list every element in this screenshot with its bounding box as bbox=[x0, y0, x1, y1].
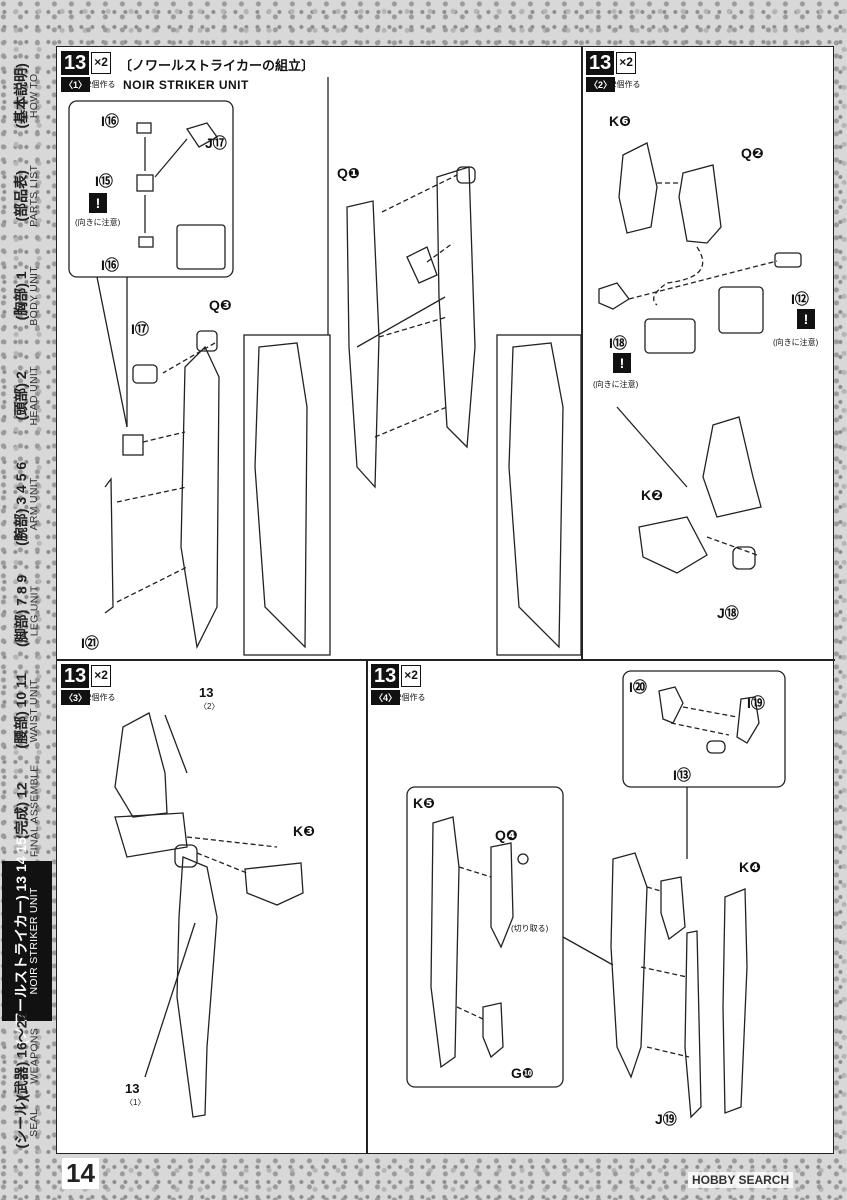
tab-how-to[interactable]: (基本説明)HOW TO bbox=[2, 46, 52, 146]
tab-seal[interactable]: (シール)SEAL bbox=[2, 1091, 52, 1154]
substep-tag: 〈1〉 bbox=[61, 77, 91, 92]
assembly-diagram bbox=[68, 77, 802, 1119]
tab-en-label: BODY UNIT bbox=[27, 266, 40, 326]
tab-en-label: HEAD UNIT bbox=[27, 366, 40, 426]
step-number: 13 bbox=[61, 664, 90, 688]
part-label: I⑯ bbox=[101, 113, 119, 129]
reference-substep-label: 〈1〉 bbox=[125, 1098, 146, 1107]
caution-note: (向きに注意) bbox=[75, 218, 121, 227]
caution-icon: ! bbox=[613, 353, 631, 373]
caution-note: (向きに注意) bbox=[593, 380, 639, 389]
step-number: 13 bbox=[586, 51, 615, 75]
tab-en-label: SEAL bbox=[27, 1108, 40, 1137]
tab-en-label: WEAPONS bbox=[27, 1028, 40, 1084]
caution-note: (向きに注意) bbox=[773, 338, 819, 347]
part-label: J⑱ bbox=[717, 605, 739, 621]
tab-parts-list[interactable]: (部品表)PARTS LIST bbox=[2, 146, 52, 246]
instruction-page: 13 ×2 〈1〉 2個作る 〔ノワールストライカーの組立〕 NOIR STRI… bbox=[56, 46, 835, 1154]
page-number: 14 bbox=[62, 1158, 99, 1189]
panel-divider bbox=[57, 659, 835, 661]
tab-jp-label: (腕部) 3 4 5 6 bbox=[13, 461, 30, 546]
part-label: Q❷ bbox=[741, 145, 764, 161]
part-label: K❹ bbox=[739, 859, 761, 875]
substep-tag: 〈4〉 bbox=[371, 690, 401, 705]
part-label: K❻ bbox=[609, 113, 631, 129]
reference-substep-label: 〈2〉 bbox=[199, 702, 220, 711]
tab-jp-label: (基本説明) bbox=[13, 63, 30, 129]
part-label: K❸ bbox=[293, 823, 315, 839]
step-multiplier: ×2 bbox=[91, 52, 111, 74]
tab-en-label: HOW TO bbox=[27, 73, 40, 119]
step-title-en: NOIR STRIKER UNIT bbox=[123, 78, 249, 92]
step-multiplier: ×2 bbox=[616, 52, 636, 74]
tab-jp-label: (シール) bbox=[13, 1096, 30, 1149]
tab-jp-label: (脚部) 7 8 9 bbox=[13, 574, 30, 648]
part-label: I⑳ bbox=[629, 679, 647, 695]
substep-note: 2個作る bbox=[397, 693, 426, 702]
part-label: I⑰ bbox=[131, 321, 149, 337]
part-label: K❷ bbox=[641, 487, 663, 503]
part-label: I⑲ bbox=[747, 695, 765, 711]
part-label: I⑮ bbox=[95, 173, 113, 189]
step-multiplier: ×2 bbox=[91, 665, 111, 687]
reference-step-label: 13 bbox=[125, 1081, 140, 1096]
substep-note: 2個作る bbox=[612, 80, 641, 89]
substep-note: 2個作る bbox=[87, 80, 116, 89]
part-label: K❺ bbox=[413, 795, 435, 811]
part-label: I㉑ bbox=[81, 635, 99, 651]
tab-en-label: ARM UNIT bbox=[27, 476, 40, 531]
reference-step-label: 13 bbox=[199, 685, 214, 700]
part-label: J⑲ bbox=[655, 1111, 677, 1127]
cut-note: (切り取る) bbox=[511, 924, 549, 933]
step-header-2: 13 ×2 bbox=[586, 51, 636, 75]
tab-jp-label: (武器) 16～22 bbox=[13, 1012, 30, 1100]
step-number: 13 bbox=[371, 664, 400, 688]
panel-divider bbox=[581, 47, 583, 659]
tab-jp-label: (腰部) 10 11 bbox=[13, 673, 30, 749]
caution-icon: ! bbox=[797, 309, 815, 329]
tab-en-label: WAIST UNIT bbox=[27, 679, 40, 743]
caution-icon: ! bbox=[89, 193, 107, 213]
panel-divider bbox=[366, 659, 368, 1154]
part-label: I⑱ bbox=[609, 335, 627, 351]
part-label: Q❶ bbox=[337, 165, 360, 181]
step-header-3: 13 ×2 bbox=[61, 664, 111, 688]
step-header-4: 13 ×2 bbox=[371, 664, 421, 688]
step-header-1: 13 ×2 bbox=[61, 51, 111, 75]
tab-jp-label: (頭部) 2 bbox=[13, 371, 30, 421]
step-title-jp: 〔ノワールストライカーの組立〕 bbox=[119, 58, 315, 73]
part-label: Q❸ bbox=[209, 297, 232, 313]
substep-note: 2個作る bbox=[87, 693, 116, 702]
tab-jp-label: (胸部) 1 bbox=[13, 271, 30, 321]
part-label: I⑫ bbox=[791, 291, 809, 307]
part-label: I⑯ bbox=[101, 257, 119, 273]
step-multiplier: ×2 bbox=[401, 665, 421, 687]
substep-tag: 〈2〉 bbox=[586, 77, 616, 92]
part-label: G❿ bbox=[511, 1065, 534, 1081]
part-label: J⑰ bbox=[205, 135, 227, 151]
tab-en-label: LEG UNIT bbox=[27, 585, 40, 637]
tab-en-label: PARTS LIST bbox=[27, 164, 40, 228]
step-number: 13 bbox=[61, 51, 90, 75]
part-label: Q❹ bbox=[495, 827, 518, 843]
tab-jp-label: (部品表) bbox=[13, 170, 30, 222]
part-label: I⑬ bbox=[673, 767, 691, 783]
watermark-logo: HOBBY SEARCH bbox=[688, 1172, 794, 1188]
substep-tag: 〈3〉 bbox=[61, 690, 91, 705]
